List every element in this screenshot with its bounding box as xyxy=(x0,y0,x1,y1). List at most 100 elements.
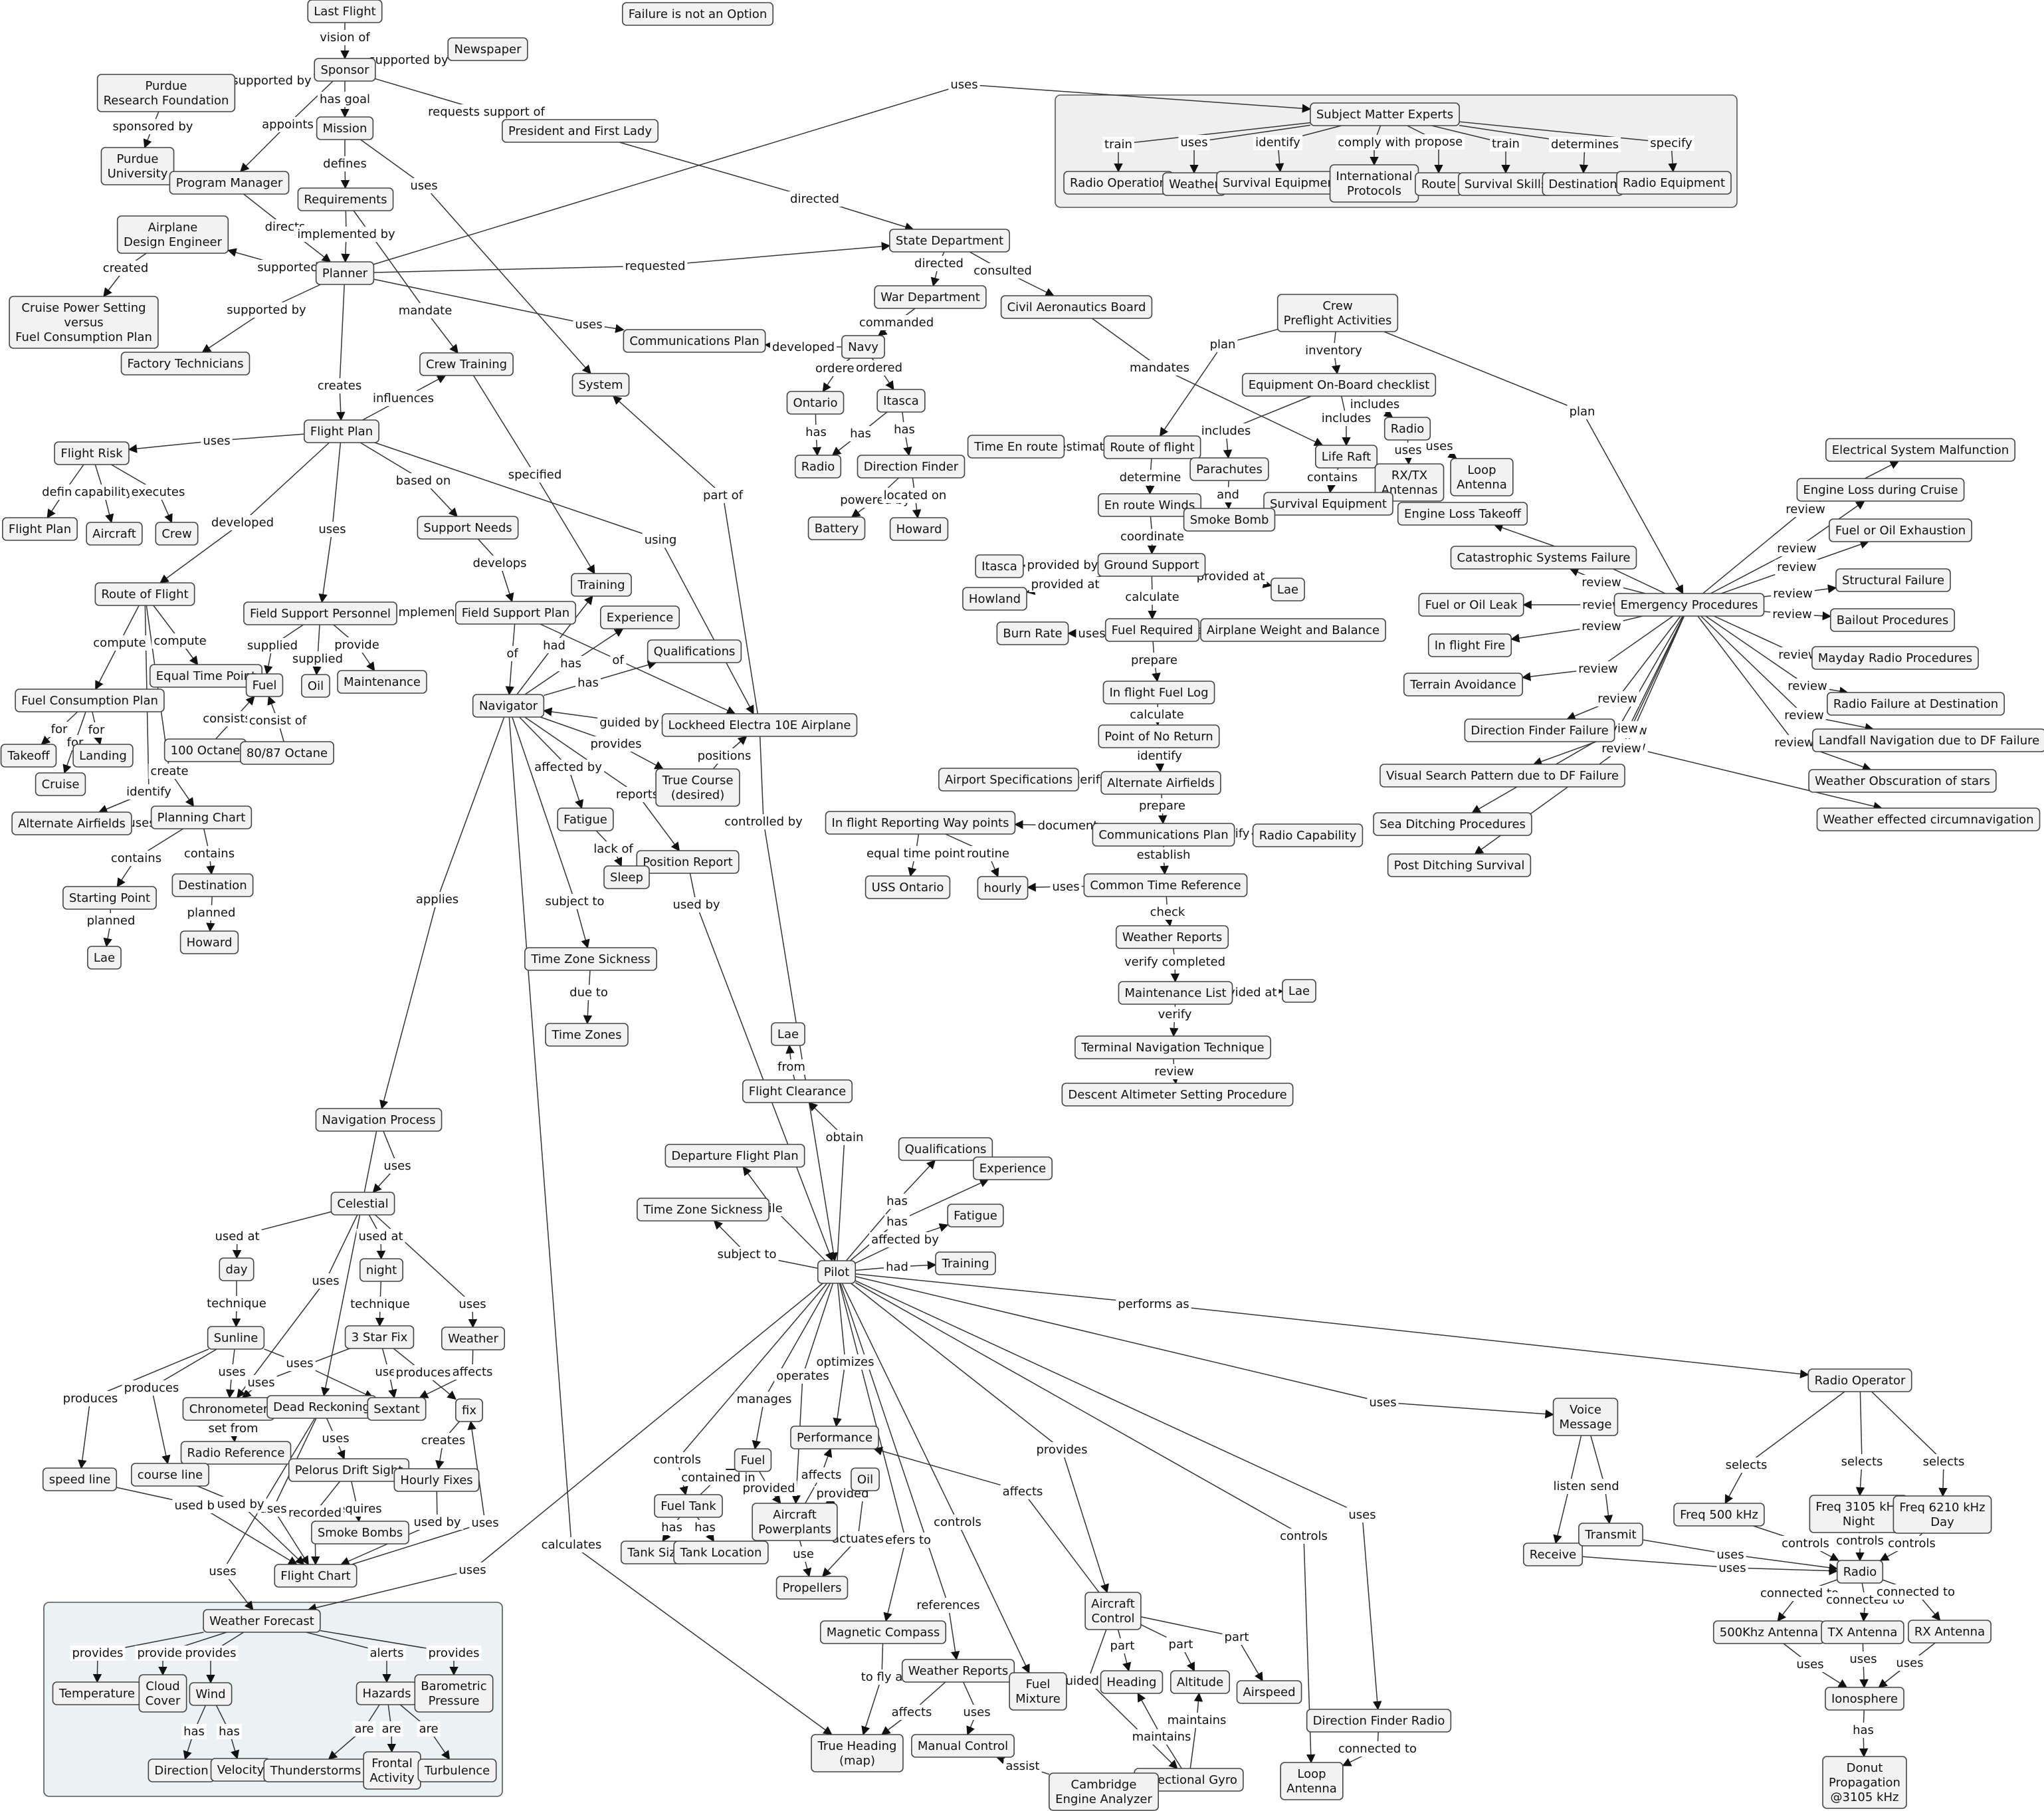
node-em-stars[interactable]: Weather Obscuration of stars xyxy=(1808,769,1997,793)
node-tank-size[interactable]: Tank Size xyxy=(620,1541,690,1564)
node-fuel-log[interactable]: In flight Fuel Log xyxy=(1102,681,1215,704)
node-departure-fp[interactable]: Departure Flight Plan xyxy=(664,1144,805,1168)
node-crew-training[interactable]: Crew Training xyxy=(419,352,514,376)
node-president[interactable]: President and First Lady xyxy=(502,119,659,143)
node-comm-plan[interactable]: Communications Plan xyxy=(623,329,766,353)
node-mission[interactable]: Mission xyxy=(316,116,374,140)
node-factory-tech[interactable]: Factory Technicians xyxy=(120,352,251,375)
node-lae-ml[interactable]: Lae xyxy=(1282,979,1316,1003)
node-radio-c[interactable]: Radio xyxy=(1383,417,1431,441)
node-equip-checklist[interactable]: Equipment On-Board checklist xyxy=(1241,373,1437,397)
node-freq500[interactable]: Freq 500 kHz xyxy=(1673,1503,1765,1527)
node-planner[interactable]: Planner xyxy=(315,261,375,285)
node-flight-clearance[interactable]: Flight Clearance xyxy=(742,1079,853,1103)
node-chronometer[interactable]: Chronometer xyxy=(182,1397,275,1421)
node-sleep[interactable]: Sleep xyxy=(603,865,650,889)
node-em-fire[interactable]: In flight Fire xyxy=(1427,633,1512,657)
node-destination-l[interactable]: Destination xyxy=(171,873,254,897)
node-sponsor[interactable]: Sponsor xyxy=(314,58,376,82)
node-thunderstorms[interactable]: Thunderstorms xyxy=(263,1758,368,1782)
node-comm-plan-c[interactable]: Communications Plan xyxy=(1092,823,1235,847)
node-uss-ontario[interactable]: USS Ontario xyxy=(865,875,951,899)
node-fuel-required[interactable]: Fuel Required xyxy=(1104,618,1200,642)
node-fix[interactable]: fix xyxy=(455,1398,483,1422)
node-flight-risk[interactable]: Flight Risk xyxy=(54,441,130,465)
node-hourly-fixes[interactable]: Hourly Fixes xyxy=(393,1468,480,1492)
node-smoke-bombs[interactable]: Smoke Bombs xyxy=(311,1521,409,1545)
node-planning-chart[interactable]: Planning Chart xyxy=(150,805,253,829)
node-howard-l[interactable]: Howard xyxy=(179,930,239,954)
node-em-visual[interactable]: Visual Search Pattern due to DF Failure xyxy=(1380,764,1625,788)
node-alt-airfields-c[interactable]: Alternate Airfields xyxy=(1100,771,1221,795)
node-em-fuel-leak[interactable]: Fuel or Oil Leak xyxy=(1418,593,1524,617)
node-weather-cel[interactable]: Weather xyxy=(441,1327,505,1350)
node-ontario[interactable]: Ontario xyxy=(786,391,845,415)
node-airplane-weight[interactable]: Airplane Weight and Balance xyxy=(1200,618,1386,642)
node-state-dept[interactable]: State Department xyxy=(889,229,1010,253)
node-radio-r[interactable]: Radio xyxy=(1836,1560,1884,1584)
node-rx-ant[interactable]: RX Antenna xyxy=(1908,1620,1992,1644)
node-course-line[interactable]: course line xyxy=(131,1463,209,1487)
node-weather-reports-c[interactable]: Weather Reports xyxy=(1115,925,1229,949)
node-tank-location[interactable]: Tank Location xyxy=(673,1541,769,1564)
node-requirements[interactable]: Requirements xyxy=(297,187,394,211)
node-last-flight[interactable]: Last Flight xyxy=(307,0,383,23)
node-burn-rate[interactable]: Burn Rate xyxy=(996,621,1069,645)
node-radio-navy[interactable]: Radio xyxy=(794,455,842,479)
node-landing[interactable]: Landing xyxy=(72,744,134,768)
node-navy[interactable]: Navy xyxy=(841,335,885,359)
node-flight-chart[interactable]: Flight Chart xyxy=(274,1564,358,1588)
node-descent-alt[interactable]: Descent Altimeter Setting Procedure xyxy=(1061,1083,1294,1107)
node-tz-sickness-n[interactable]: Time Zone Sickness xyxy=(524,947,657,971)
node-sme-dest[interactable]: Destination xyxy=(1542,172,1624,196)
node-radio-operator[interactable]: Radio Operator xyxy=(1807,1368,1912,1392)
node-fuel[interactable]: Fuel xyxy=(245,673,284,697)
node-fuel-p[interactable]: Fuel xyxy=(734,1448,772,1472)
node-pnr[interactable]: Point of No Return xyxy=(1098,724,1220,748)
node-sme-route[interactable]: Route xyxy=(1415,172,1463,196)
node-sextant[interactable]: Sextant xyxy=(367,1397,427,1421)
node-en-route-winds[interactable]: En route Winds xyxy=(1097,493,1202,517)
node-aircraft[interactable]: Aircraft xyxy=(86,522,143,546)
node-sme-weather[interactable]: Weather xyxy=(1162,172,1226,196)
node-position-report[interactable]: Position Report xyxy=(636,850,740,874)
node-direction-finder[interactable]: Direction Finder xyxy=(857,455,966,479)
node-navigator[interactable]: Navigator xyxy=(472,694,545,718)
node-qualifications[interactable]: Qualifications xyxy=(647,639,742,663)
node-em-radio-fail[interactable]: Radio Failure at Destination xyxy=(1827,692,2005,716)
node-em-bailout[interactable]: Bailout Procedures xyxy=(1829,608,1956,632)
node-training-p[interactable]: Training xyxy=(935,1251,996,1275)
node-em-df-fail[interactable]: Direction Finder Failure xyxy=(1464,718,1615,742)
node-propellers[interactable]: Propellers xyxy=(775,1576,849,1600)
node-flight-plan[interactable]: Flight Plan xyxy=(304,419,379,443)
node-oil[interactable]: Oil xyxy=(301,674,330,698)
node-radio-capability[interactable]: Radio Capability xyxy=(1252,823,1364,847)
node-title[interactable]: Failure is not an Option xyxy=(621,2,774,26)
node-weather-forecast[interactable]: Weather Forecast xyxy=(203,1609,321,1633)
node-newspaper[interactable]: Newspaper xyxy=(447,37,528,61)
node-nav-process[interactable]: Navigation Process xyxy=(315,1108,443,1132)
node-equal-time-point[interactable]: Equal Time Point xyxy=(149,664,263,688)
node-hazards[interactable]: Hazards xyxy=(356,1681,418,1705)
node-airport-specs[interactable]: Airport Specifications xyxy=(938,768,1079,792)
node-em-engine-cruise[interactable]: Engine Loss during Cruise xyxy=(1796,478,1965,502)
node-route-of-flight-c[interactable]: Route of flight xyxy=(1103,435,1201,459)
node-terminal-nav[interactable]: Terminal Navigation Technique xyxy=(1074,1035,1271,1059)
node-cruise[interactable]: Cruise xyxy=(35,772,86,796)
node-program-mgr[interactable]: Program Manager xyxy=(169,171,290,195)
node-ground-support[interactable]: Ground Support xyxy=(1097,553,1206,577)
node-training[interactable]: Training xyxy=(571,573,632,597)
node-sunline[interactable]: Sunline xyxy=(207,1326,265,1350)
node-alt-airfields-l[interactable]: Alternate Airfields xyxy=(11,811,132,835)
node-em-ditching[interactable]: Sea Ditching Procedures xyxy=(1373,812,1532,836)
